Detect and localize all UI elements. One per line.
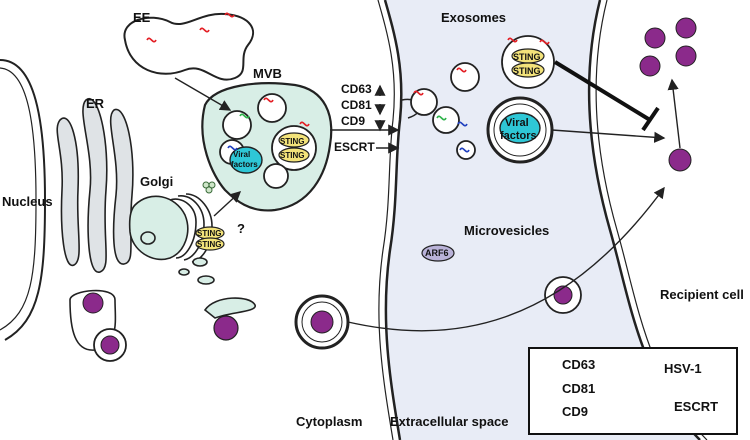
- label-exosome-viral: Viral: [505, 117, 529, 129]
- label-golgi-sting-2: STING: [197, 240, 222, 249]
- exosome-viral-factors-large: [486, 96, 554, 164]
- transport-vesicle: [203, 297, 256, 319]
- label-mvb: MVB: [253, 66, 282, 81]
- label-cd63: CD63: [341, 82, 372, 96]
- sting-golgi-pair: [195, 226, 225, 251]
- label-cd9: CD9: [341, 114, 366, 128]
- label-er: ER: [86, 96, 105, 111]
- perinuclear-virus-vesicles: [69, 289, 127, 362]
- donor-cell-membrane: [383, 0, 403, 440]
- label-exosome-sting-1: STING: [513, 52, 541, 62]
- label-mvb-sting-1: STING: [280, 137, 305, 146]
- early-endosome: [123, 12, 254, 81]
- label-arf6: ARF6: [425, 248, 449, 258]
- arrow-ee-to-mvb: [174, 77, 232, 111]
- label-mvb-factors: factors: [231, 160, 258, 169]
- label-nucleus: Nucleus: [2, 194, 53, 209]
- label-question-mark: ?: [237, 221, 245, 236]
- label-exosomes: Exosomes: [441, 10, 507, 25]
- extracellular-space-region: [385, 0, 700, 440]
- label-cytoplasm: Cytoplasm: [296, 414, 363, 429]
- label-escrt-inline: ESCRT: [334, 140, 375, 154]
- label-exosome-sting-2: STING: [513, 66, 541, 76]
- label-recipient-cell: Recipient cell: [660, 287, 744, 302]
- label-cd81: CD81: [341, 98, 372, 112]
- arrow-virion-to-recipient: [347, 186, 665, 332]
- arrow-golgi-to-mvb: [213, 191, 242, 217]
- exosomes-cluster: [410, 62, 480, 160]
- nucleus-envelope: [0, 59, 47, 341]
- label-microvesicles: Microvesicles: [464, 223, 550, 238]
- legend-item-hsv1: HSV-1: [664, 361, 702, 376]
- legend-box: CD63 CD81 CD9 HSV-1 ESCRT: [528, 347, 738, 435]
- legend-item-cd81: CD81: [562, 381, 596, 396]
- golgi-apparatus: [128, 193, 215, 285]
- cytoplasmic-virion: [213, 315, 239, 341]
- endoplasmic-reticulum: [56, 97, 134, 273]
- label-mvb-sting-2: STING: [280, 151, 305, 160]
- arrow-recipient-release: [667, 78, 681, 149]
- inhibition-sting-bar: [553, 60, 652, 122]
- legend-item-cd9: CD9: [562, 404, 589, 419]
- label-mvb-viral: Viral: [233, 150, 251, 159]
- mvb-sting-pair: [278, 132, 310, 163]
- released-hsv1-virions: [639, 17, 697, 172]
- label-ee: EE: [133, 10, 151, 25]
- label-golgi: Golgi: [140, 174, 174, 189]
- mvb-viral-factors: [229, 146, 263, 174]
- arrow-viral-to-recipient: [551, 129, 666, 143]
- ee-cd63-markers: [146, 12, 235, 43]
- exosome-sting-large: [501, 35, 555, 89]
- microvesicle-virion: [544, 276, 582, 314]
- escrt-complex-icon: [202, 181, 216, 194]
- arf6-protein: [421, 244, 455, 262]
- exosome-markers: [227, 37, 550, 153]
- enveloped-virion-vesicle: [294, 294, 350, 350]
- legend-item-cd63: CD63: [562, 357, 596, 372]
- label-exosome-factors: factors: [500, 130, 537, 142]
- label-golgi-sting-1: STING: [197, 229, 222, 238]
- legend-item-escrt: ESCRT: [674, 399, 719, 414]
- label-extracellular-space: Extracellular space: [390, 414, 509, 429]
